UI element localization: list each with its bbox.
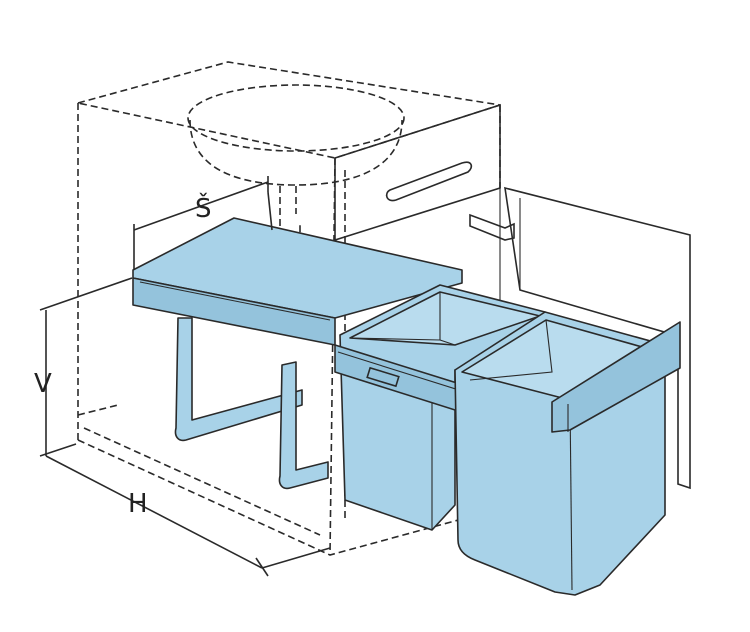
dimension-height: V xyxy=(34,277,133,457)
support-frame xyxy=(174,317,329,490)
bin-front xyxy=(454,311,681,596)
tray xyxy=(132,217,463,346)
dimension-width: Š xyxy=(133,176,273,270)
drawer-handle-icon xyxy=(385,161,473,202)
width-label: Š xyxy=(195,192,212,224)
cabinet-front xyxy=(334,103,691,490)
dimension-depth: H xyxy=(45,455,331,577)
door-hinge-icon xyxy=(469,213,515,241)
depth-label: H xyxy=(128,489,148,519)
height-label: V xyxy=(34,369,52,399)
